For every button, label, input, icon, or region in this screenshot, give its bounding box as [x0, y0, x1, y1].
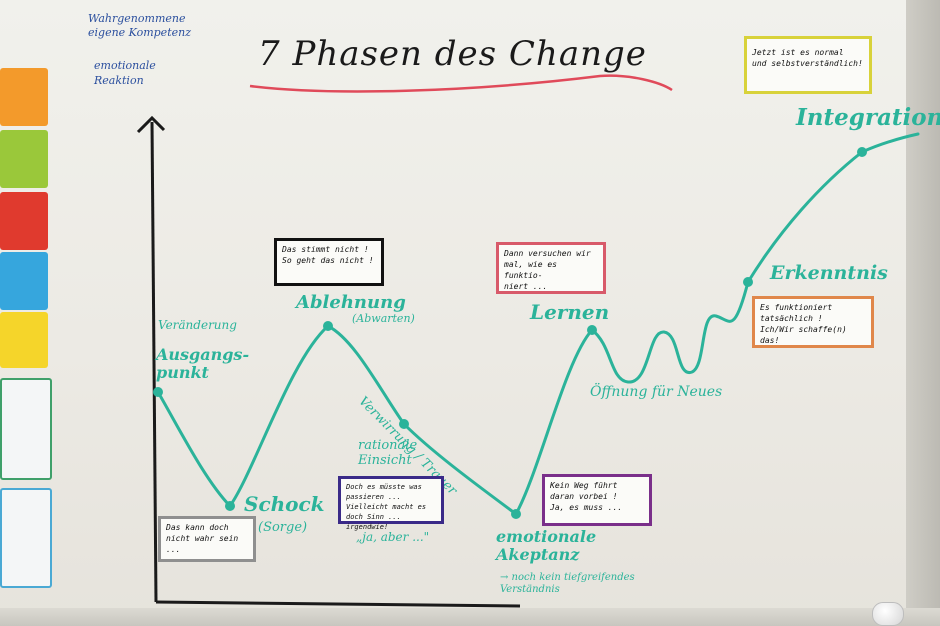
phase-lernen-label: Lernen	[530, 300, 610, 324]
card-schock: Das kann doch nicht wahr sein ...	[158, 516, 256, 562]
card-lernen: Dann versuchen wir mal, wie es funktio- …	[496, 242, 606, 294]
sticky-note-red	[0, 192, 48, 250]
sticky-note-blue	[0, 252, 48, 310]
y-axis	[150, 121, 158, 603]
card-erkenntnis: Es funktioniert tatsächlich ! Ich/Wir sc…	[752, 296, 874, 348]
point-schock	[225, 501, 235, 511]
sticky-note-orange	[0, 68, 48, 126]
point-erkenntnis	[743, 277, 753, 287]
magnet-eraser	[872, 602, 904, 626]
y-axis-arrowhead	[136, 115, 166, 134]
card-outline-green	[0, 378, 52, 480]
card-integration: Jetzt ist es normal und selbstverständli…	[744, 36, 872, 94]
x-axis	[155, 600, 521, 608]
y-axis-label-bottom: emotionale Reaktion	[94, 59, 156, 87]
marker-tray	[0, 608, 940, 626]
phase-erkenntnis-label: Erkenntnis	[770, 262, 888, 284]
board-title: 7 Phasen des Change	[258, 34, 647, 74]
whiteboard-frame	[906, 0, 940, 626]
phase-ablehnung-sublabel: (Abwarten)	[352, 312, 415, 325]
phase-schock-label: Schock	[244, 492, 325, 516]
point-ausgang	[153, 387, 163, 397]
y-axis-label-top: Wahrgenommene eigene Kompetenz	[88, 12, 192, 39]
point-einsicht	[399, 419, 409, 429]
phase-ablehnung-label: Ablehnung	[296, 292, 406, 313]
phase-akzeptanz-sublabel: → noch kein tiefgreifendes Verständnis	[500, 572, 635, 595]
card-outline-blue	[0, 488, 52, 588]
phase-integration-label: Integration	[796, 104, 940, 131]
phase-akzeptanz-label: emotionale Akeptanz	[496, 527, 597, 564]
point-ablehnung	[323, 321, 333, 331]
card-einsicht: Doch es müsste was passieren ... Viellei…	[338, 476, 444, 531]
card-ablehnung: Das stimmt nicht ! So geht das nicht !	[274, 238, 384, 286]
phase-lernen-sublabel: Öffnung für Neues	[590, 384, 723, 400]
title-underline	[249, 74, 673, 93]
sticky-note-yellow	[0, 312, 48, 368]
point-akzeptanz	[511, 509, 521, 519]
phase-schock-sublabel: (Sorge)	[258, 520, 308, 535]
sticky-note-lime	[0, 130, 48, 188]
phase-ausgang-label: Ausgangs- punkt	[156, 345, 250, 382]
card-akzeptanz: Kein Weg führt daran vorbei ! Ja, es mus…	[542, 474, 652, 526]
point-integration	[857, 147, 867, 157]
phase-einsicht-label: rationale Einsicht	[358, 438, 418, 468]
phase-einsicht-sublabel: „ja, aber ..."	[356, 530, 430, 544]
point-lernen	[587, 325, 597, 335]
phase-ausgang-sublabel: Veränderung	[158, 318, 237, 332]
